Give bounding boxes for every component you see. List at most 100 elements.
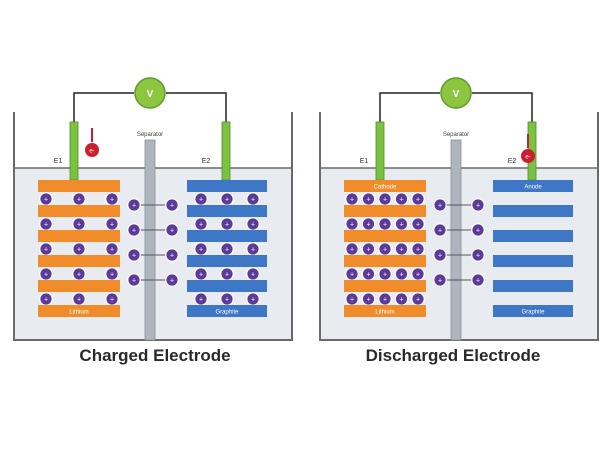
lithium-ion bbox=[471, 198, 485, 212]
ion-symbol: + bbox=[399, 197, 403, 204]
cathode-plate bbox=[38, 280, 120, 292]
ion-symbol: + bbox=[110, 197, 114, 204]
anode-plate-label: Anode bbox=[524, 185, 542, 191]
cathode-plate-label: Cathode bbox=[374, 185, 397, 191]
lithium-ion bbox=[471, 248, 485, 262]
ion-symbol: + bbox=[110, 247, 114, 254]
separator-label: Separator bbox=[137, 132, 163, 138]
ion-symbol: + bbox=[251, 297, 255, 304]
ion-symbol: + bbox=[399, 272, 403, 279]
ion-symbol: + bbox=[366, 272, 370, 279]
ion-symbol: + bbox=[225, 297, 229, 304]
lithium-ion bbox=[127, 273, 141, 287]
ion-symbol: + bbox=[438, 203, 442, 210]
ion-symbol: + bbox=[416, 272, 420, 279]
ion-symbol: + bbox=[170, 228, 174, 235]
ion-symbol: + bbox=[170, 203, 174, 210]
separator-label: Separator bbox=[443, 132, 469, 138]
wire-right bbox=[472, 92, 533, 122]
electron-indicator-icon bbox=[85, 143, 99, 157]
anode-plate-label: Graphite bbox=[521, 310, 545, 316]
discharged-caption: Discharged Electrode bbox=[365, 346, 541, 365]
ion-symbol: + bbox=[225, 197, 229, 204]
ion-symbol: + bbox=[438, 228, 442, 235]
lithium-ion bbox=[165, 198, 179, 212]
electrode-label-e2: E2 bbox=[202, 158, 211, 165]
ion-symbol: + bbox=[132, 253, 136, 260]
ion-symbol: + bbox=[416, 297, 420, 304]
ion-symbol: + bbox=[77, 272, 81, 279]
ion-symbol: + bbox=[110, 222, 114, 229]
ion-symbol: + bbox=[438, 278, 442, 285]
ion-symbol: + bbox=[77, 297, 81, 304]
anode-terminal bbox=[221, 121, 231, 181]
ion-symbol: + bbox=[199, 197, 203, 204]
ion-symbol: + bbox=[44, 247, 48, 254]
ion-symbol: + bbox=[366, 247, 370, 254]
anode-plate bbox=[493, 255, 573, 267]
ion-symbol: + bbox=[350, 222, 354, 229]
lithium-ion bbox=[127, 198, 141, 212]
ion-symbol: + bbox=[366, 297, 370, 304]
ion-symbol: + bbox=[44, 222, 48, 229]
anode-plate bbox=[187, 230, 267, 242]
electron-symbol: e- bbox=[525, 155, 530, 161]
ion-symbol: + bbox=[350, 197, 354, 204]
voltmeter-symbol: V bbox=[453, 89, 460, 100]
electron-indicator-icon bbox=[521, 149, 535, 163]
lithium-ion bbox=[127, 223, 141, 237]
wire-left bbox=[73, 92, 134, 122]
voltmeter-symbol: V bbox=[147, 89, 154, 100]
ion-symbol: + bbox=[44, 297, 48, 304]
ion-symbol: + bbox=[476, 203, 480, 210]
lithium-ion bbox=[165, 223, 179, 237]
ion-symbol: + bbox=[399, 297, 403, 304]
lithium-ion bbox=[433, 248, 447, 262]
ion-symbol: + bbox=[225, 272, 229, 279]
lithium-ion bbox=[433, 198, 447, 212]
ion-symbol: + bbox=[199, 297, 203, 304]
lithium-ion bbox=[165, 273, 179, 287]
ion-symbol: + bbox=[251, 247, 255, 254]
voltmeter-icon bbox=[134, 77, 166, 109]
ion-symbol: + bbox=[416, 222, 420, 229]
anode-plate bbox=[493, 205, 573, 217]
ion-symbol: + bbox=[399, 247, 403, 254]
electron-symbol: e- bbox=[89, 149, 94, 155]
cathode-plate-label: Lithium bbox=[69, 310, 88, 316]
ion-symbol: + bbox=[383, 197, 387, 204]
ion-symbol: + bbox=[44, 197, 48, 204]
cathode-plate bbox=[344, 205, 426, 217]
anode-plate bbox=[493, 280, 573, 292]
ion-symbol: + bbox=[225, 222, 229, 229]
ion-symbol: + bbox=[383, 272, 387, 279]
ion-symbol: + bbox=[416, 197, 420, 204]
ion-symbol: + bbox=[476, 253, 480, 260]
separator-membrane bbox=[450, 139, 462, 341]
ion-symbol: + bbox=[251, 222, 255, 229]
ion-symbol: + bbox=[476, 278, 480, 285]
lithium-ion bbox=[471, 223, 485, 237]
ion-symbol: + bbox=[44, 272, 48, 279]
ion-symbol: + bbox=[251, 272, 255, 279]
electrode-label-e1: E1 bbox=[54, 158, 63, 165]
ion-symbol: + bbox=[77, 197, 81, 204]
cathode-plate bbox=[344, 255, 426, 267]
ion-symbol: + bbox=[383, 222, 387, 229]
ion-symbol: + bbox=[350, 247, 354, 254]
ion-symbol: + bbox=[110, 297, 114, 304]
ion-symbol: + bbox=[350, 272, 354, 279]
ion-symbol: + bbox=[438, 253, 442, 260]
cathode-terminal bbox=[69, 121, 79, 181]
anode-plate bbox=[187, 255, 267, 267]
ion-symbol: + bbox=[476, 228, 480, 235]
lithium-ion bbox=[433, 273, 447, 287]
ion-symbol: + bbox=[366, 222, 370, 229]
cathode-plate bbox=[38, 230, 120, 242]
ion-symbol: + bbox=[77, 247, 81, 254]
charged-caption: Charged Electrode bbox=[79, 346, 231, 365]
ion-symbol: + bbox=[77, 222, 81, 229]
anode-plate bbox=[187, 205, 267, 217]
ion-symbol: + bbox=[399, 222, 403, 229]
